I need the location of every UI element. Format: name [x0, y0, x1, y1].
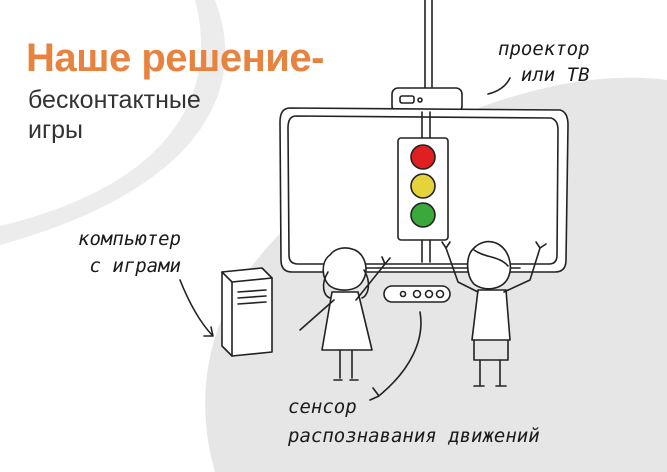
computer-pointer	[179, 279, 213, 336]
boy-figure	[441, 240, 547, 387]
projector-label-line-1: проектор	[498, 38, 590, 60]
sensor-icon	[369, 285, 451, 401]
sensor-label-line-1: сенсор	[288, 396, 357, 418]
projector-label-line-2: или ТВ	[520, 64, 590, 86]
sensor-label-line-2: распознавания движений	[288, 425, 540, 447]
computer-tower-icon	[221, 267, 273, 357]
traffic-light-icon	[397, 111, 449, 263]
computer-label-line-1: компьютер	[78, 228, 181, 250]
projector-pointer	[487, 77, 511, 95]
projector-label: проектор или ТВ	[498, 36, 590, 88]
page-title: Наше решение-	[26, 36, 324, 80]
subtitle: бесконтактные игры	[28, 85, 201, 145]
computer-label: компьютер с играми	[78, 226, 181, 280]
computer-pointer-head	[203, 326, 214, 337]
sensor-label: сенсор распознавания движений	[288, 393, 540, 451]
background-arc	[0, 0, 226, 245]
projector-icon	[391, 0, 463, 113]
subtitle-line-1: бесконтактные	[28, 86, 201, 114]
computer-label-line-2: с играми	[89, 255, 181, 277]
girl-figure	[299, 247, 391, 381]
subtitle-line-2: игры	[28, 116, 83, 144]
